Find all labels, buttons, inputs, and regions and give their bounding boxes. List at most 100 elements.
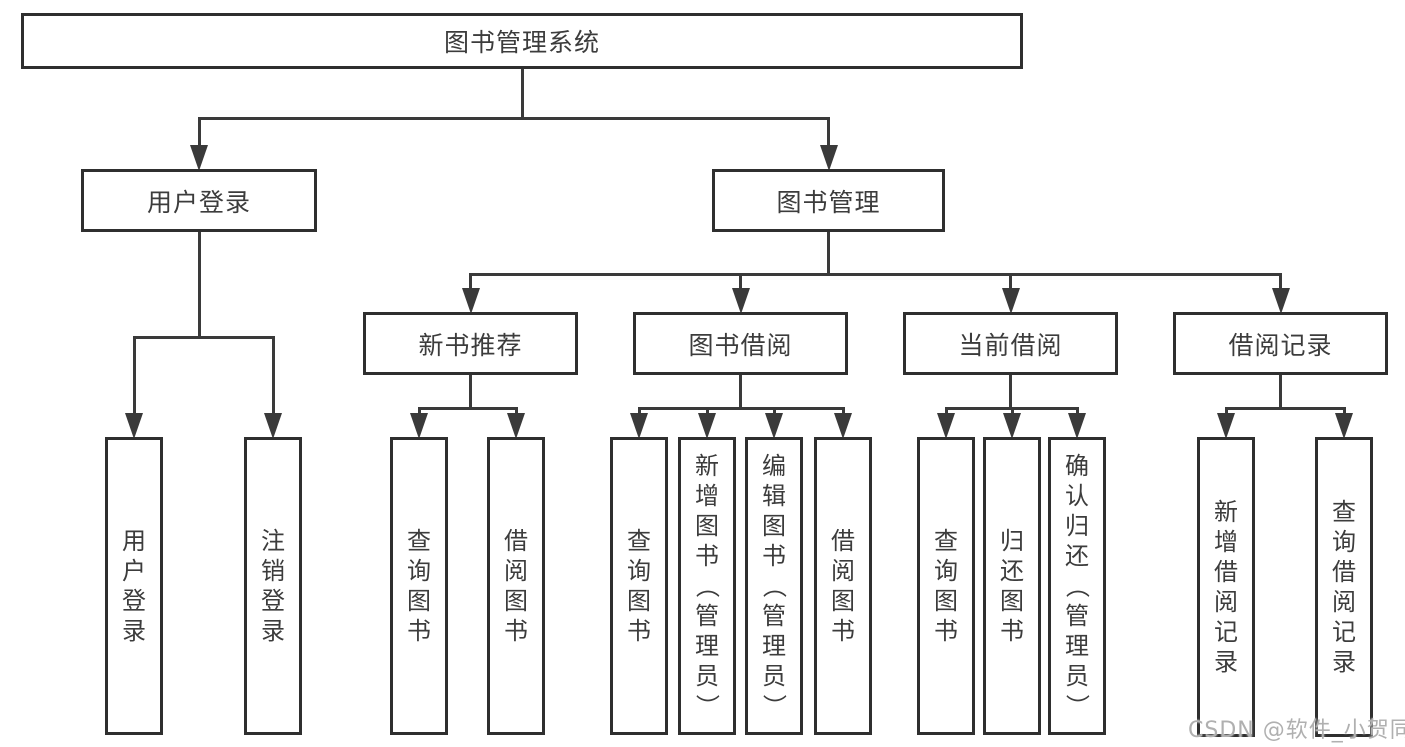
node-book-management: 图书管理 [712,169,945,232]
vertical-label-char: 理 [1065,632,1089,660]
vertical-label-char: 查 [627,527,651,555]
vertical-label-char: 员 [762,662,786,690]
vertical-label-char: 销 [261,557,285,585]
arrowhead-down-icon [731,288,750,314]
vertical-label-char: 询 [627,557,651,585]
connector-line [739,374,742,410]
connector-line [827,231,830,276]
vertical-label-char: 户 [122,557,146,585]
arrowhead-down-icon [630,413,648,439]
vertical-label-char: 借 [1214,558,1238,586]
vertical-label-char: 图 [831,587,855,615]
connector-line [705,407,709,417]
csdn-watermark: CSDN @软件_小贺同学 [1188,718,1405,743]
node-user-login: 用户登录 [81,169,317,232]
vertical-label-char: 书 [695,542,719,570]
arrowhead-down-icon [834,413,852,439]
vertical-label-char: 查 [1332,498,1356,526]
connector-line [197,117,830,120]
arrowhead-down-icon [264,413,282,439]
arrowhead-down-icon [1068,413,1086,439]
arrowhead-down-icon [125,413,143,439]
vertical-label-char: 书 [407,617,431,645]
vertical-label-char: 增 [1214,528,1238,556]
vertical-label-char: 图 [407,587,431,615]
vertical-label-char: （ [693,574,721,598]
arrowhead-down-icon [507,413,525,439]
node-borrow-records: 借阅记录 [1173,312,1388,375]
vertical-label-char: 确 [1065,452,1089,480]
node-leaf-borrow-book: 借阅图书 [814,437,872,735]
vertical-label-char: 录 [1214,648,1238,676]
node-leaf-return-book: 归还图书 [983,437,1041,735]
node-leaf-confirm-return: 确认归还（管理员） [1048,437,1106,735]
vertical-label-char: 询 [1332,528,1356,556]
connector-line [132,336,136,417]
node-leaf-query-book-borrow: 查询图书 [610,437,668,735]
vertical-label-char: 阅 [504,557,528,585]
node-leaf-logout: 注销登录 [244,437,302,735]
vertical-label-char: 书 [504,617,528,645]
connector-line [271,336,275,417]
vertical-label-char: 借 [504,527,528,555]
connector-line [469,273,472,292]
vertical-label-char: 认 [1065,482,1089,510]
vertical-label-char: 记 [1332,618,1356,646]
vertical-label-char: 归 [1000,527,1024,555]
connector-line [469,273,1282,276]
vertical-label-char: 用 [122,527,146,555]
arrowhead-down-icon [765,413,783,439]
vertical-label-char: 管 [1065,602,1089,630]
connector-line [197,231,201,339]
vertical-label-char: 书 [627,617,651,645]
connector-line [1009,273,1012,292]
connector-line [520,68,524,120]
arrowhead-down-icon [461,288,480,314]
vertical-label-char: ） [1063,694,1091,718]
vertical-label-char: （ [760,574,788,598]
connector-line [1009,374,1012,410]
vertical-label-char: 新 [1214,498,1238,526]
vertical-label-char: 新 [695,452,719,480]
node-leaf-add-borrow-record: 新增借阅记录 [1197,437,1255,737]
vertical-label-char: 登 [261,587,285,615]
node-leaf-add-book-admin: 新增图书（管理员） [678,437,736,735]
vertical-label-char: 记 [1214,618,1238,646]
node-book-borrow: 图书借阅 [633,312,848,375]
vertical-label-char: 增 [695,482,719,510]
node-leaf-borrow-book-rec: 借阅图书 [487,437,545,735]
arrowhead-down-icon [1217,413,1235,439]
vertical-label-char: 图 [695,512,719,540]
vertical-label-char: 阅 [1214,588,1238,616]
node-leaf-query-book-rec: 查询图书 [390,437,448,735]
node-leaf-user-login: 用户登录 [105,437,163,735]
vertical-label-char: 借 [1332,558,1356,586]
vertical-label-char: 图 [762,512,786,540]
vertical-label-char: 还 [1000,557,1024,585]
connector-line [132,336,275,339]
vertical-label-char: 理 [762,632,786,660]
arrowhead-down-icon [410,413,428,439]
vertical-label-char: 还 [1065,542,1089,570]
vertical-label-char: 借 [831,527,855,555]
vertical-label-char: 书 [1000,617,1024,645]
vertical-label-char: 书 [762,542,786,570]
vertical-label-char: ） [693,694,721,718]
vertical-label-char: 录 [261,617,285,645]
node-new-book-recommend: 新书推荐 [363,312,578,375]
node-root: 图书管理系统 [21,13,1023,69]
node-leaf-query-book-current: 查询图书 [917,437,975,735]
vertical-label-char: 询 [407,557,431,585]
vertical-label-char: 辑 [762,482,786,510]
vertical-label-char: 注 [261,527,285,555]
connector-line [772,407,776,417]
connector-line [739,273,742,292]
connector-line [1342,407,1346,417]
vertical-label-char: 图 [934,587,958,615]
vertical-label-char: 录 [1332,648,1356,676]
connector-line [514,407,518,417]
vertical-label-char: 阅 [831,557,855,585]
vertical-label-char: 图 [504,587,528,615]
vertical-label-char: 书 [831,617,855,645]
